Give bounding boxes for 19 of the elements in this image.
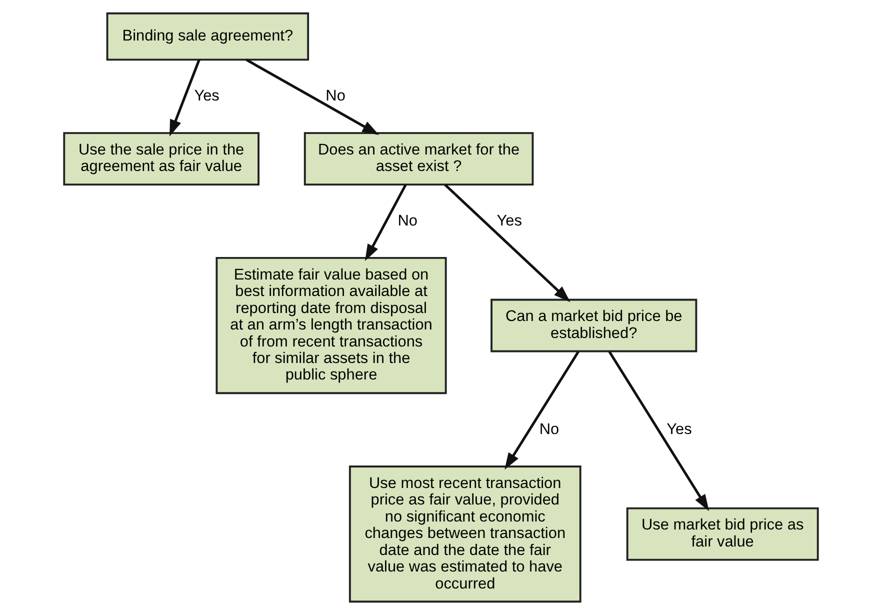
node-box: Estimate fair value based on best information available at reporting date from disposal at an arm’s length transaction of from recent transactions for similar assets in the public sphere — [215, 256, 446, 394]
node-box: Use the sale price in the agreement as fair value — [62, 132, 259, 186]
arrow — [364, 184, 406, 262]
edge-label: Yes — [666, 420, 692, 438]
arrow — [245, 58, 378, 135]
node-box: Binding sale agreement? — [106, 12, 309, 61]
edge-label: Yes — [496, 212, 522, 230]
edge-label: No — [538, 420, 559, 438]
node-box: Use most recent transaction price as fair value, provided no significant economic changes between transaction date and the date the fair value was estimated to have occurred — [348, 466, 581, 603]
arrow — [444, 184, 570, 302]
node-box: Does an active market for the asset exist ? — [303, 132, 534, 186]
node-box: Can a market bid price be established? — [490, 298, 697, 352]
edge-label: Yes — [194, 87, 219, 104]
arrow — [608, 350, 709, 512]
node-box: Use market bid price as fair value — [626, 507, 818, 561]
arrow — [504, 350, 579, 470]
arrow — [169, 59, 200, 136]
edge-label: No — [325, 87, 345, 104]
edge-label: No — [397, 212, 418, 230]
